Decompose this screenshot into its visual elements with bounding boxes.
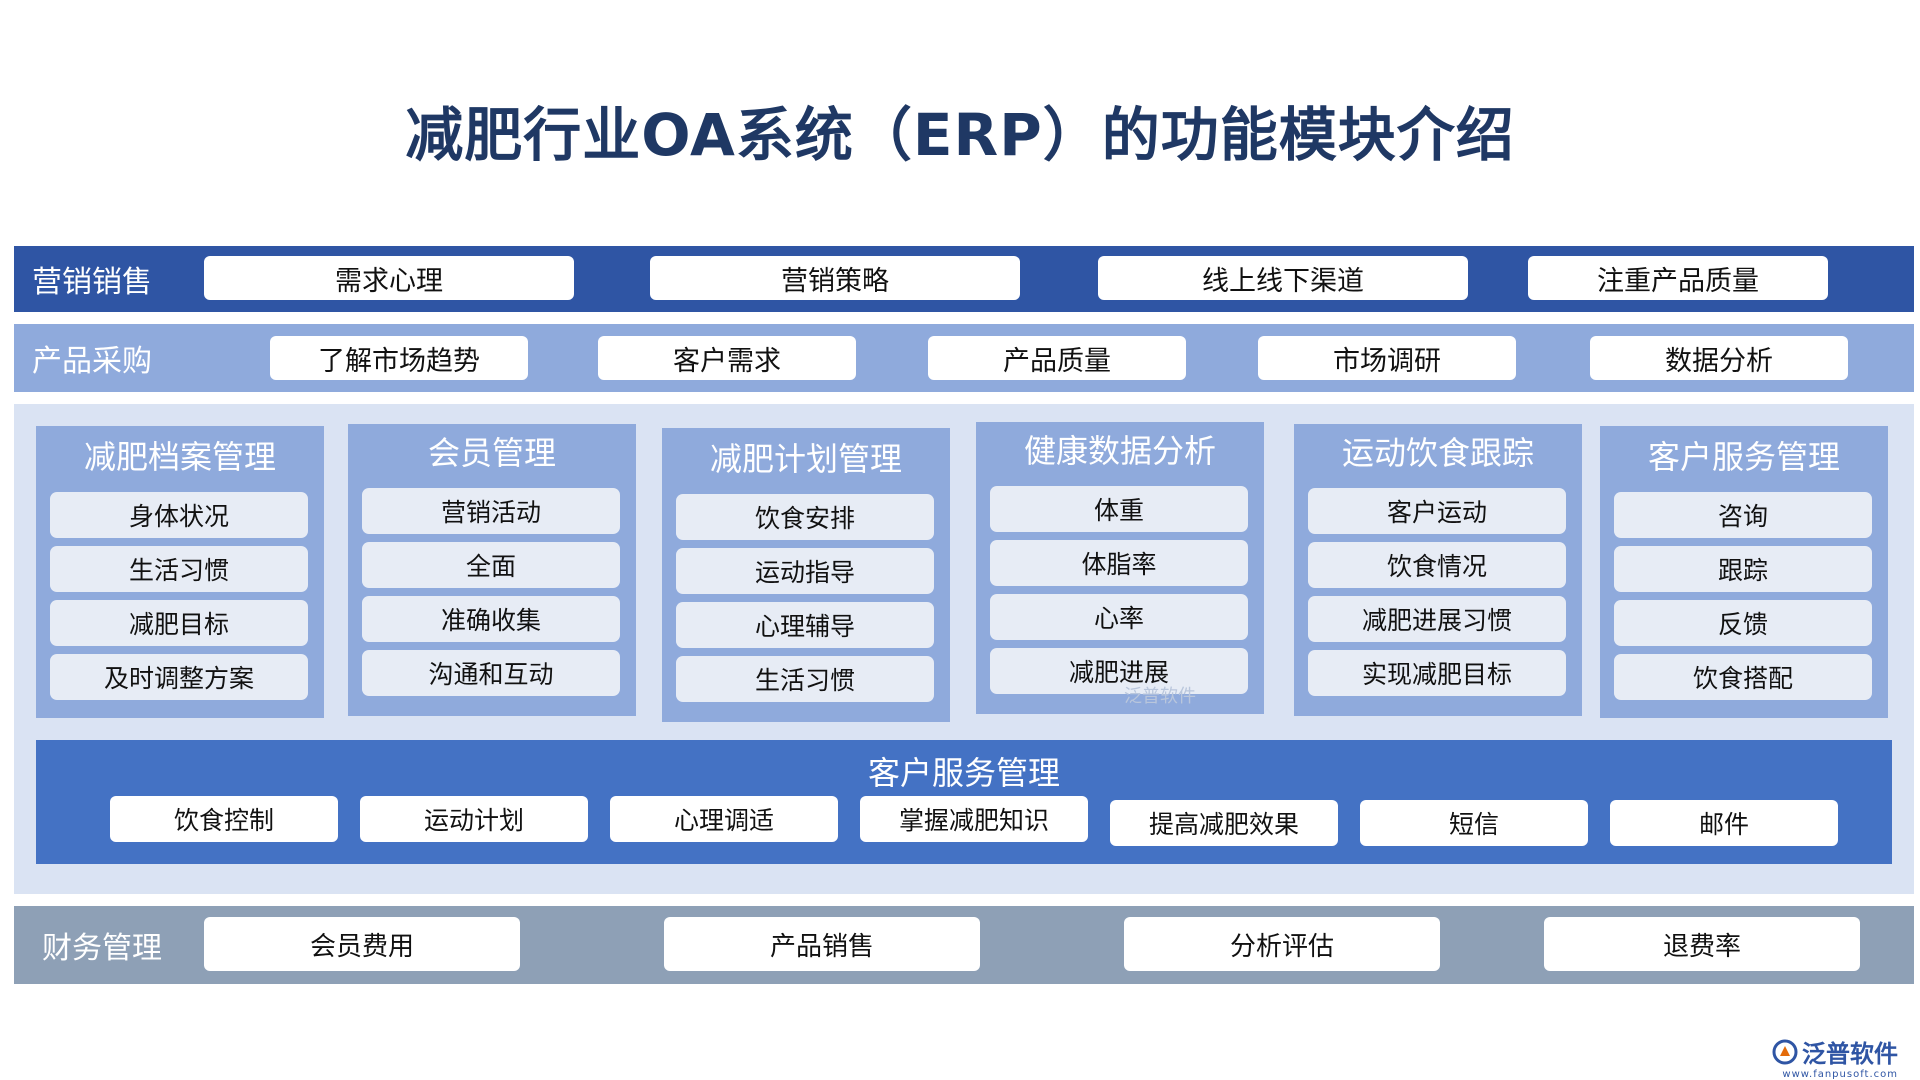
module-item: 沟通和互动 [362,650,620,696]
module-item: 饮食搭配 [1614,654,1872,700]
logo-url: www.fanpusoft.com [1782,1069,1898,1080]
module-member: 会员管理 营销活动 全面 准确收集 沟通和互动 [348,424,636,716]
module-title: 会员管理 [427,434,556,472]
purchase-label: 产品采购 [32,344,152,379]
service-item: 提高减肥效果 [1110,800,1338,846]
module-item: 全面 [362,542,620,588]
module-item: 反馈 [1614,600,1872,646]
service-item: 邮件 [1610,800,1838,846]
module-item: 减肥进展习惯 [1308,596,1566,642]
watermark: 泛普软件 [1124,686,1196,707]
module-item: 心理辅导 [676,602,934,648]
service-bar: 客户服务管理 饮食控制 运动计划 心理调适 掌握减肥知识 提高减肥效果 短信 邮… [36,740,1892,864]
module-item: 跟踪 [1614,546,1872,592]
module-health-data: 健康数据分析 体重 体脂率 心率 减肥进展 [976,422,1264,714]
module-item: 营销活动 [362,488,620,534]
service-item: 掌握减肥知识 [860,796,1088,842]
module-item: 体重 [990,486,1248,532]
module-item: 实现减肥目标 [1308,650,1566,696]
module-item: 及时调整方案 [50,654,308,700]
main-panel: 减肥档案管理 身体状况 生活习惯 减肥目标 及时调整方案 会员管理 营销活动 全… [14,404,1914,894]
purchase-band: 产品采购 了解市场趋势 客户需求 产品质量 市场调研 数据分析 [14,324,1914,392]
finance-item: 会员费用 [204,917,520,971]
module-item: 生活习惯 [676,656,934,702]
marketing-item: 营销策略 [650,256,1020,300]
service-item: 短信 [1360,800,1588,846]
module-item: 运动指导 [676,548,934,594]
purchase-item: 市场调研 [1258,336,1516,380]
module-title: 客户服务管理 [1647,438,1840,476]
service-item: 运动计划 [360,796,588,842]
module-title: 运动饮食跟踪 [1341,434,1534,472]
module-archive: 减肥档案管理 身体状况 生活习惯 减肥目标 及时调整方案 [36,426,324,718]
logo-name: 泛普软件 [1802,1040,1898,1068]
module-item: 饮食情况 [1308,542,1566,588]
module-plan: 减肥计划管理 饮食安排 运动指导 心理辅导 生活习惯 [662,428,950,722]
module-item: 减肥进展 [990,648,1248,694]
finance-item: 分析评估 [1124,917,1440,971]
module-tracking: 运动饮食跟踪 客户运动 饮食情况 减肥进展习惯 实现减肥目标 [1294,424,1582,716]
module-item: 体脂率 [990,540,1248,586]
finance-item: 退费率 [1544,917,1860,971]
module-item: 咨询 [1614,492,1872,538]
purchase-item: 数据分析 [1590,336,1848,380]
service-bar-title: 客户服务管理 [867,754,1060,792]
service-item: 心理调适 [610,796,838,842]
purchase-item: 客户需求 [598,336,856,380]
module-item: 饮食安排 [676,494,934,540]
finance-label: 财务管理 [42,931,162,966]
module-title: 减肥档案管理 [83,438,276,476]
finance-band: 财务管理 会员费用 产品销售 分析评估 退费率 [14,906,1914,984]
marketing-item: 需求心理 [204,256,574,300]
module-item: 生活习惯 [50,546,308,592]
fanpu-logo-icon [1772,1039,1798,1064]
finance-item: 产品销售 [664,917,980,971]
page-title: 减肥行业OA系统（ERP）的功能模块介绍 [405,101,1515,169]
module-customer-service: 客户服务管理 咨询 跟踪 反馈 饮食搭配 [1600,426,1888,718]
marketing-band: 营销销售 需求心理 营销策略 线上线下渠道 注重产品质量 [14,246,1914,312]
module-title: 减肥计划管理 [709,440,902,478]
module-item: 心率 [990,594,1248,640]
service-item: 饮食控制 [110,796,338,842]
module-item: 客户运动 [1308,488,1566,534]
purchase-item: 了解市场趋势 [270,336,528,380]
module-item: 身体状况 [50,492,308,538]
module-item: 准确收集 [362,596,620,642]
module-title: 健康数据分析 [1023,432,1216,470]
marketing-label: 营销销售 [32,265,152,300]
module-item: 减肥目标 [50,600,308,646]
purchase-item: 产品质量 [928,336,1186,380]
marketing-item: 线上线下渠道 [1098,256,1468,300]
brand-logo: 泛普软件 www.fanpusoft.com [1772,1034,1898,1080]
marketing-item: 注重产品质量 [1528,256,1828,300]
